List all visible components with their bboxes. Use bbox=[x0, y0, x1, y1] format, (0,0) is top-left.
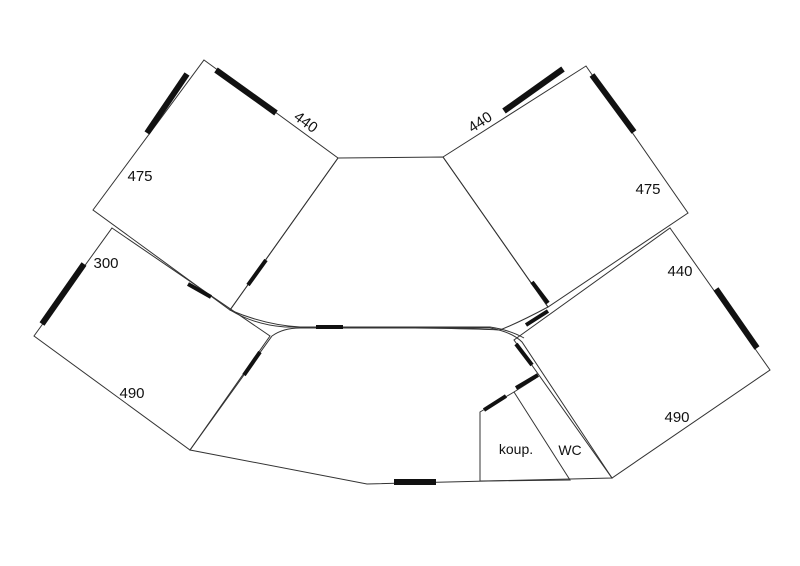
door bbox=[524, 309, 550, 327]
storage-label: koup. bbox=[499, 441, 533, 457]
dimension-label: 490 bbox=[119, 385, 144, 402]
dimension-label: 490 bbox=[664, 409, 689, 426]
window bbox=[144, 72, 190, 135]
central-hall bbox=[229, 156, 549, 331]
dimension-label: 440 bbox=[667, 263, 692, 280]
room-left bbox=[33, 227, 271, 451]
door bbox=[242, 350, 262, 377]
bottom-hall bbox=[189, 327, 613, 485]
door bbox=[514, 342, 534, 367]
dimension-label: 475 bbox=[635, 181, 660, 198]
dimension-label: 300 bbox=[93, 255, 118, 272]
window bbox=[39, 262, 87, 326]
window bbox=[589, 73, 637, 134]
room-top-left bbox=[92, 59, 339, 311]
door bbox=[514, 373, 540, 390]
door bbox=[187, 282, 212, 299]
dimension-label: 440 bbox=[291, 108, 321, 136]
window bbox=[502, 66, 565, 114]
door bbox=[482, 394, 508, 412]
door bbox=[530, 280, 550, 305]
door bbox=[246, 258, 268, 287]
dimension-label: 440 bbox=[465, 108, 495, 136]
room-right bbox=[513, 227, 771, 479]
wc-label: WC bbox=[558, 442, 581, 458]
corridor bbox=[229, 309, 525, 339]
window bbox=[713, 287, 760, 350]
window bbox=[214, 67, 278, 116]
dimension-label: 475 bbox=[127, 168, 152, 185]
